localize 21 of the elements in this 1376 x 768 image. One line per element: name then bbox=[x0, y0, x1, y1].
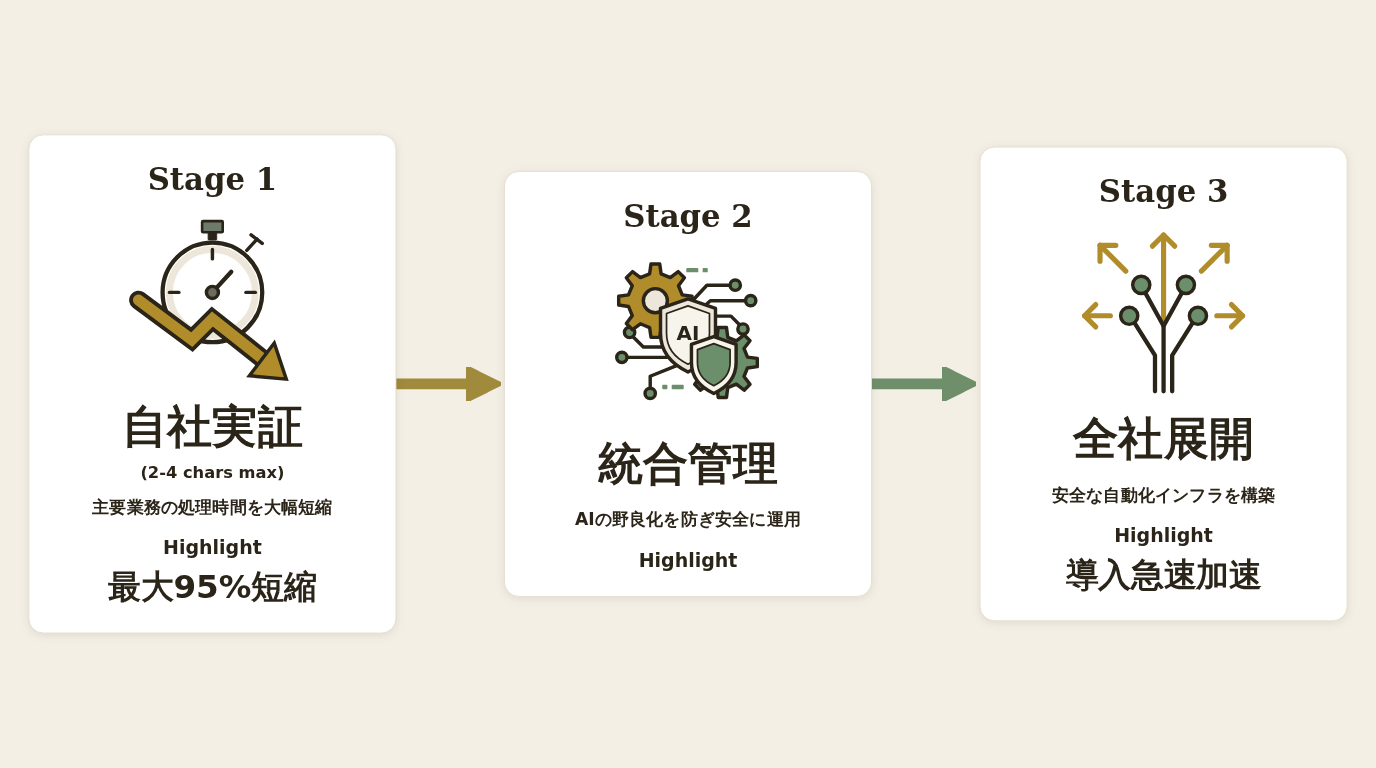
stage-title: 自社実証 bbox=[122, 398, 303, 456]
shield-label: AI bbox=[676, 323, 700, 344]
highlight-label: Highlight bbox=[163, 535, 262, 561]
stage-heading: Stage 1 bbox=[147, 160, 278, 200]
highlight-label: Highlight bbox=[638, 548, 738, 573]
description-text: 安全な自動化インフラを構築 bbox=[1051, 483, 1276, 507]
description-text: AIの野良化を防ぎ安全に運用 bbox=[575, 507, 801, 531]
stage-title: 統合管理 bbox=[597, 435, 779, 492]
arrow bbox=[871, 365, 979, 403]
highlight-value: 最大95%短縮 bbox=[108, 567, 317, 608]
note-text: (2-4 chars max) bbox=[140, 462, 285, 485]
stage-heading: Stage 3 bbox=[1098, 172, 1229, 212]
highlight-value: 導入急速加速 bbox=[1065, 554, 1262, 595]
stage-heading: Stage 2 bbox=[623, 196, 753, 236]
description-text: 主要業務の処理時間を大幅短縮 bbox=[92, 495, 333, 519]
arrow bbox=[395, 365, 503, 403]
highlight-label: Highlight bbox=[1114, 523, 1213, 549]
stage-title: 全社展開 bbox=[1073, 411, 1254, 468]
stage-card bbox=[504, 171, 872, 597]
stage-card bbox=[28, 134, 397, 634]
stage-card bbox=[979, 146, 1348, 622]
